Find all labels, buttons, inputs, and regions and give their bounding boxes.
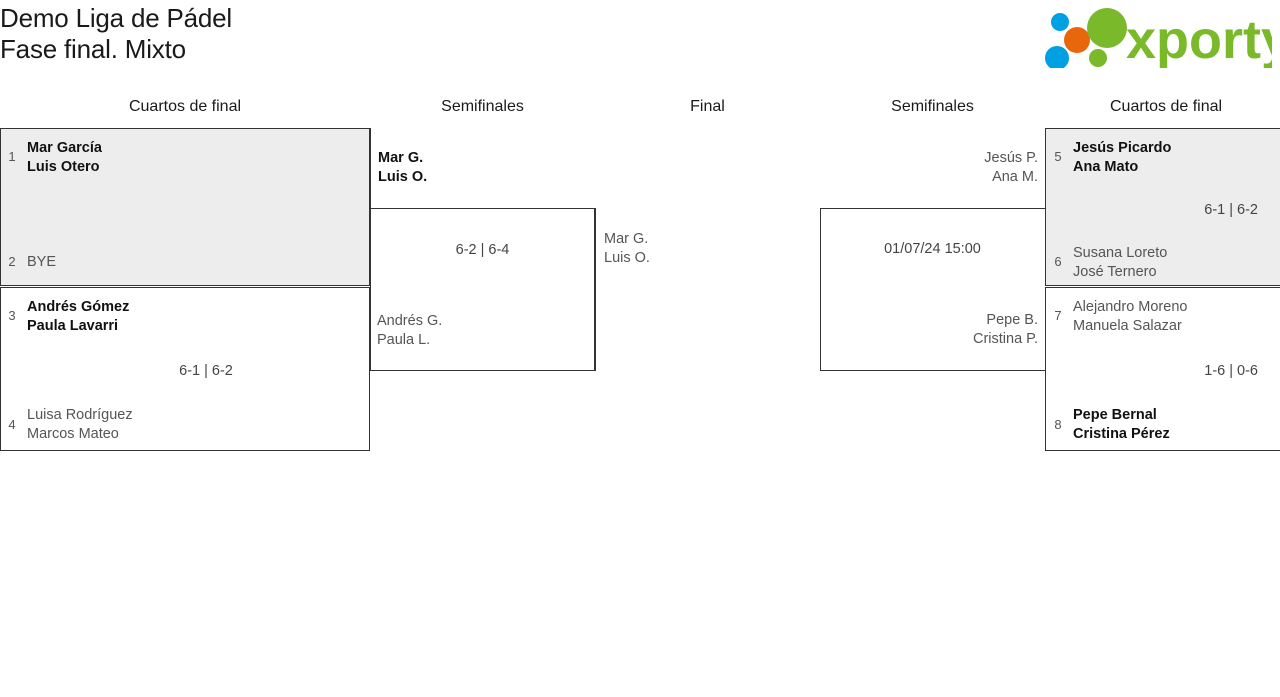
team-names-top: Mar García Luis Otero bbox=[27, 139, 102, 177]
player-2: Luis Otero bbox=[27, 159, 100, 175]
seed-number: 4 bbox=[8, 417, 16, 432]
logo-wordmark: xporty bbox=[1126, 10, 1272, 68]
player-1: Jesús P. bbox=[984, 150, 1038, 166]
team-names-bottom: Andrés G. Paula L. bbox=[377, 312, 442, 350]
connector-left-sf-stem bbox=[370, 128, 371, 209]
team-names-top: Andrés Gómez Paula Lavarri bbox=[27, 298, 129, 336]
team-names-top: Alejandro Moreno Manuela Salazar bbox=[1073, 298, 1187, 336]
round-header-final: Final bbox=[690, 98, 725, 115]
logo-dot-blue-large bbox=[1045, 46, 1069, 68]
connector-right-sf-top bbox=[820, 208, 1045, 209]
page-title: Demo Liga de Pádel Fase final. Mixto bbox=[0, 0, 700, 65]
player-1: Mar García bbox=[27, 140, 102, 156]
round-header-sf-left: Semifinales bbox=[441, 98, 524, 115]
player-1: Mar G. bbox=[378, 150, 424, 166]
player-2: Paula L. bbox=[377, 332, 431, 348]
match-left-sf[interactable]: Andrés G. Paula L. 6-2 | 6-4 bbox=[370, 208, 595, 371]
player-1: Andrés Gómez bbox=[27, 299, 130, 315]
team-names-bottom: BYE bbox=[27, 253, 56, 272]
logo-dot-orange bbox=[1064, 27, 1090, 53]
tournament-name: Demo Liga de Pádel bbox=[0, 3, 232, 33]
logo-dot-green-large bbox=[1087, 8, 1127, 48]
seed-number: 2 bbox=[8, 254, 16, 269]
match-score: 6-2 | 6-4 bbox=[455, 242, 510, 258]
match-score: 1-6 | 0-6 bbox=[1204, 363, 1258, 379]
player-2: Cristina P. bbox=[972, 331, 1038, 347]
logo-dot-green-small bbox=[1089, 49, 1107, 67]
seed-number: 3 bbox=[8, 308, 16, 323]
player-1: Alejandro Moreno bbox=[1073, 299, 1188, 315]
logo-dot-blue-small bbox=[1051, 13, 1069, 31]
player-2: Ana Mato bbox=[1073, 159, 1139, 175]
player-1: Mar G. bbox=[604, 231, 649, 247]
player-1: Pepe B. bbox=[986, 312, 1038, 328]
player-2: José Ternero bbox=[1073, 264, 1157, 280]
player-2: Cristina Pérez bbox=[1073, 426, 1170, 442]
match-score: 6-1 | 6-2 bbox=[179, 363, 233, 379]
match-score: 6-1 | 6-2 bbox=[1204, 202, 1258, 218]
player-2: Marcos Mateo bbox=[27, 426, 119, 442]
player-1: BYE bbox=[27, 254, 57, 270]
match-right-qf2[interactable]: 7 Alejandro Moreno Manuela Salazar 8 Pep… bbox=[1045, 287, 1280, 451]
round-header-qf-right: Cuartos de final bbox=[1110, 98, 1223, 115]
tournament-phase: Fase final. Mixto bbox=[0, 34, 186, 64]
seed-number: 1 bbox=[8, 149, 16, 164]
team-names-top: Jesús Picardo Ana Mato bbox=[1073, 139, 1171, 177]
player-1: Luisa Rodríguez bbox=[27, 407, 133, 423]
connector-right-sf-left-stem bbox=[820, 208, 821, 371]
player-2: Paula Lavarri bbox=[27, 318, 119, 334]
player-1: Susana Loreto bbox=[1073, 245, 1168, 261]
team-names-final-left: Mar G. Luis O. bbox=[604, 230, 650, 268]
team-names-bottom: Susana Loreto José Ternero bbox=[1073, 244, 1167, 282]
player-1: Jesús Picardo bbox=[1073, 140, 1172, 156]
connector-final-left-stem bbox=[595, 208, 596, 371]
player-2: Luis O. bbox=[378, 169, 428, 185]
connector-right-sf-bottom bbox=[820, 370, 1045, 371]
round-header-sf-right: Semifinales bbox=[891, 98, 974, 115]
player-1: Andrés G. bbox=[377, 313, 443, 329]
seed-number: 6 bbox=[1054, 254, 1062, 269]
xporty-logo[interactable]: xporty bbox=[1040, 6, 1272, 68]
team-names-bottom: Pepe Bernal Cristina Pérez bbox=[1073, 406, 1170, 444]
player-1: Pepe Bernal bbox=[1073, 407, 1157, 423]
player-2: Ana M. bbox=[992, 169, 1038, 185]
round-header-qf-left: Cuartos de final bbox=[128, 98, 242, 115]
seed-number: 8 bbox=[1054, 417, 1062, 432]
match-schedule-right-sf: 01/07/24 15:00 bbox=[884, 241, 981, 257]
player-2: Manuela Salazar bbox=[1073, 318, 1182, 334]
match-left-qf1[interactable]: 1 Mar García Luis Otero 2 BYE bbox=[0, 128, 370, 286]
team-names-bottom: Luisa Rodríguez Marcos Mateo bbox=[27, 406, 133, 444]
seed-number: 7 bbox=[1054, 308, 1062, 323]
team-names-right-sf-top: Jesús P. Ana M. bbox=[845, 149, 1038, 187]
team-names-right-sf-bottom: Pepe B. Cristina P. bbox=[845, 311, 1038, 349]
seed-number: 5 bbox=[1054, 149, 1062, 164]
match-left-qf2[interactable]: 3 Andrés Gómez Paula Lavarri 4 Luisa Rod… bbox=[0, 287, 370, 451]
team-names-left-sf-top: Mar G. Luis O. bbox=[378, 149, 427, 187]
player-2: Luis O. bbox=[604, 250, 650, 266]
match-right-qf1[interactable]: 5 Jesús Picardo Ana Mato 6 Susana Loreto… bbox=[1045, 128, 1280, 286]
